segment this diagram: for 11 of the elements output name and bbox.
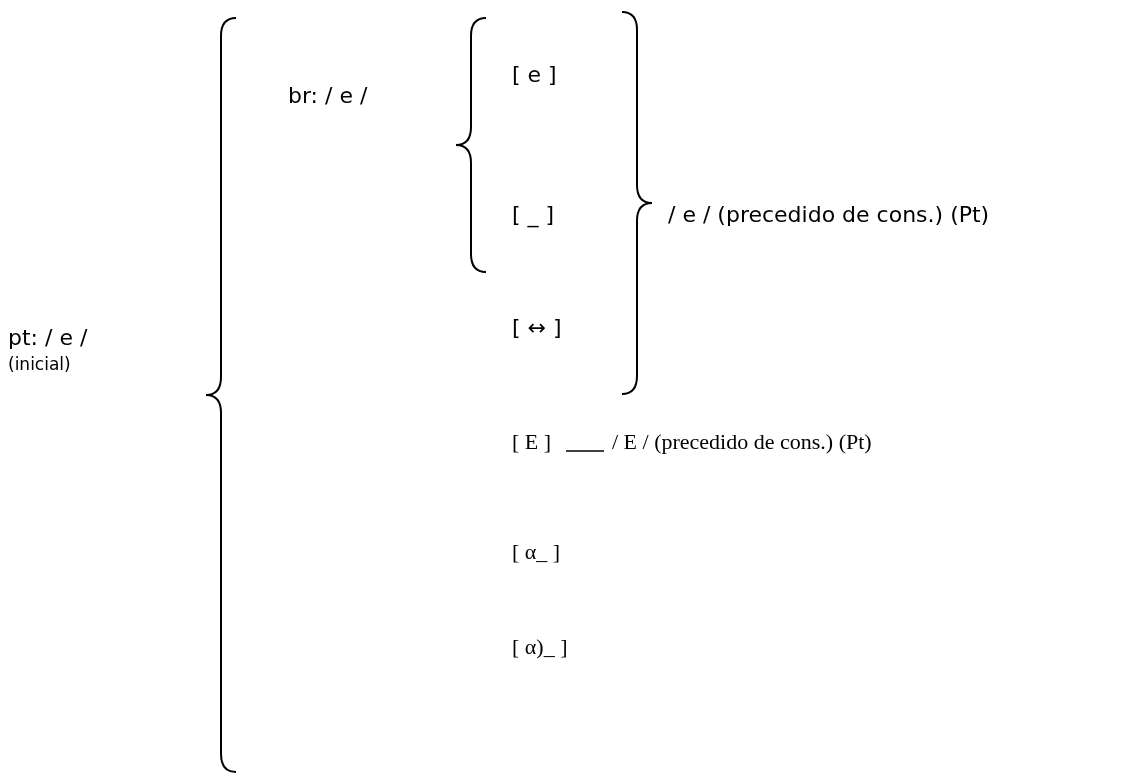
phoneme-label: br: / e / [288, 84, 368, 108]
phoneme-label: pt: / e / [8, 326, 88, 350]
variant-label: [ ↔ ] [512, 316, 562, 340]
rule-note: / e / (precedido de cons.) (Pt) [668, 203, 990, 227]
phoneme-label: (inicial) [8, 353, 71, 376]
variant-label: [ α)_ ] [512, 635, 568, 659]
variant-label: [ _ ] [512, 203, 555, 227]
variant-label: [ e ] [512, 63, 557, 87]
variant-label: [ α_ ] [512, 540, 561, 564]
variant-label: [ E ] [512, 430, 552, 454]
rule-note: / E / (precedido de cons.) (Pt) [612, 430, 872, 454]
